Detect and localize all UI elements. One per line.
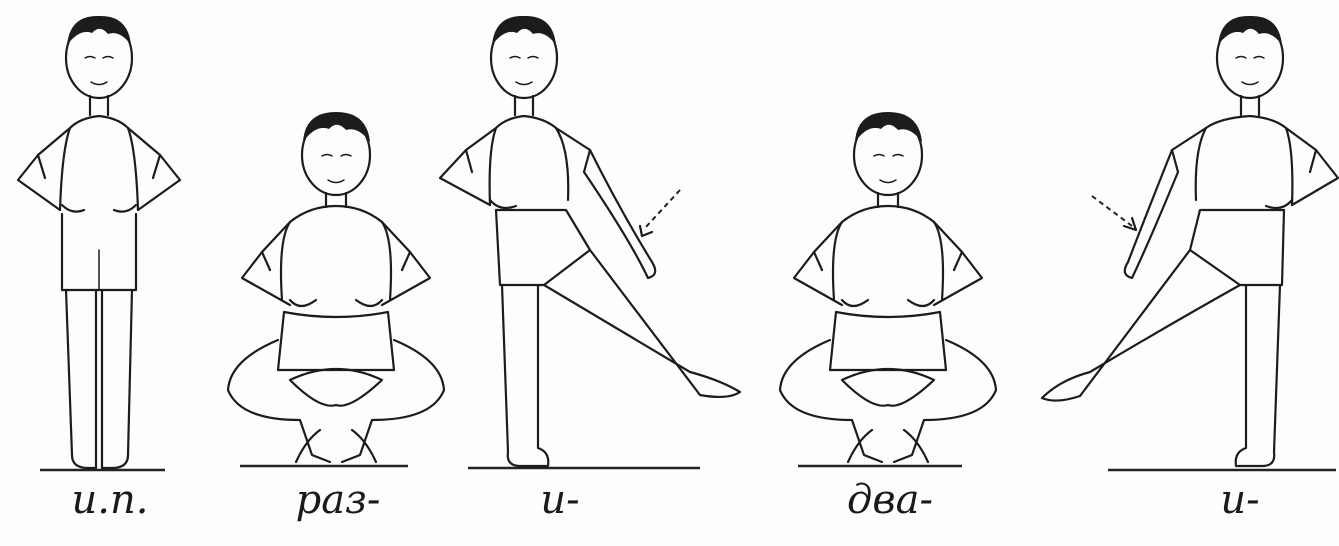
caption-start-position: и.п. xyxy=(30,480,190,520)
caption-and-1: и- xyxy=(480,480,640,520)
figure-squat-2 xyxy=(780,112,996,466)
figure-leg-raise-left xyxy=(1042,16,1338,470)
caption-count-one: раз- xyxy=(258,480,418,520)
figure-squat-1 xyxy=(228,112,444,466)
caption-count-two: два- xyxy=(810,480,970,520)
dashed-arrow-icon xyxy=(645,190,680,228)
dashed-arrow-icon xyxy=(1092,196,1132,226)
figure-leg-raise-right xyxy=(440,16,740,468)
caption-and-2: и- xyxy=(1160,480,1320,520)
figure-standing-start xyxy=(18,16,180,470)
